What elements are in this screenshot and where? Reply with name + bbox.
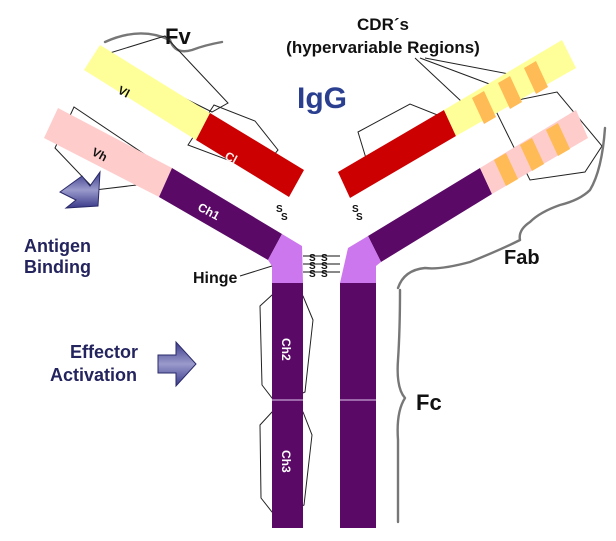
vh-domain-left [44, 108, 172, 197]
cl-label-left: Cl [222, 149, 239, 167]
disulfide-right-arm: S S [352, 204, 363, 223]
fc-left-chain [272, 283, 303, 528]
cl-domain-right [338, 110, 456, 198]
svg-text:S: S [356, 212, 363, 223]
ch1-domain-right [368, 168, 492, 262]
cl-domain-left [196, 113, 304, 197]
hinge-disulfide-bonds: S S S S S S [303, 253, 340, 280]
fab-label: Fab [504, 247, 540, 269]
hinge-right [340, 236, 381, 283]
fv-label: Fv [165, 24, 191, 49]
left-arm: Vl Cl Vh Ch1 S S [44, 35, 304, 283]
fv-brace [103, 32, 224, 53]
effector-activation-label-line1: Effector [70, 342, 138, 362]
ch2-label: Ch2 [279, 338, 293, 361]
svg-text:S: S [309, 261, 316, 272]
svg-text:S: S [352, 204, 359, 215]
fc-right-chain [340, 283, 376, 528]
svg-text:S: S [321, 269, 328, 280]
svg-text:S: S [321, 253, 328, 264]
antigen-binding-label-line1: Antigen [24, 236, 91, 256]
vh-label-left: Vh [89, 145, 109, 165]
fc-stem: Ch2 Ch3 [259, 283, 376, 528]
svg-text:S: S [309, 253, 316, 264]
disulfide-left-arm: S S [276, 204, 288, 223]
right-arm: S S [338, 40, 603, 283]
cdr-label-line1: CDR´s [357, 15, 409, 34]
svg-text:S: S [321, 261, 328, 272]
effector-arrow-icon [157, 340, 197, 388]
fab-brace [396, 126, 607, 290]
ch1-domain-left [159, 168, 282, 260]
svg-text:S: S [276, 204, 283, 215]
cdr-bands-light [472, 61, 548, 124]
fc-label: Fc [416, 390, 442, 415]
cdr-bands-heavy [494, 123, 570, 186]
vl-domain-left [84, 45, 210, 140]
effector-activation-label-line2: Activation [50, 365, 137, 385]
antigen-arrow-icon [59, 170, 101, 209]
hinge-label: Hinge [193, 270, 238, 287]
antigen-binding-label-line2: Binding [24, 257, 91, 277]
cdr-label-line2: (hypervariable Regions) [286, 38, 480, 57]
svg-text:S: S [309, 269, 316, 280]
diagram-title: IgG [297, 82, 347, 115]
hinge-left [268, 234, 303, 283]
fc-brace [396, 288, 407, 524]
hinge-pointer [239, 265, 273, 277]
ch3-label: Ch3 [279, 450, 293, 473]
svg-text:S: S [281, 212, 288, 223]
